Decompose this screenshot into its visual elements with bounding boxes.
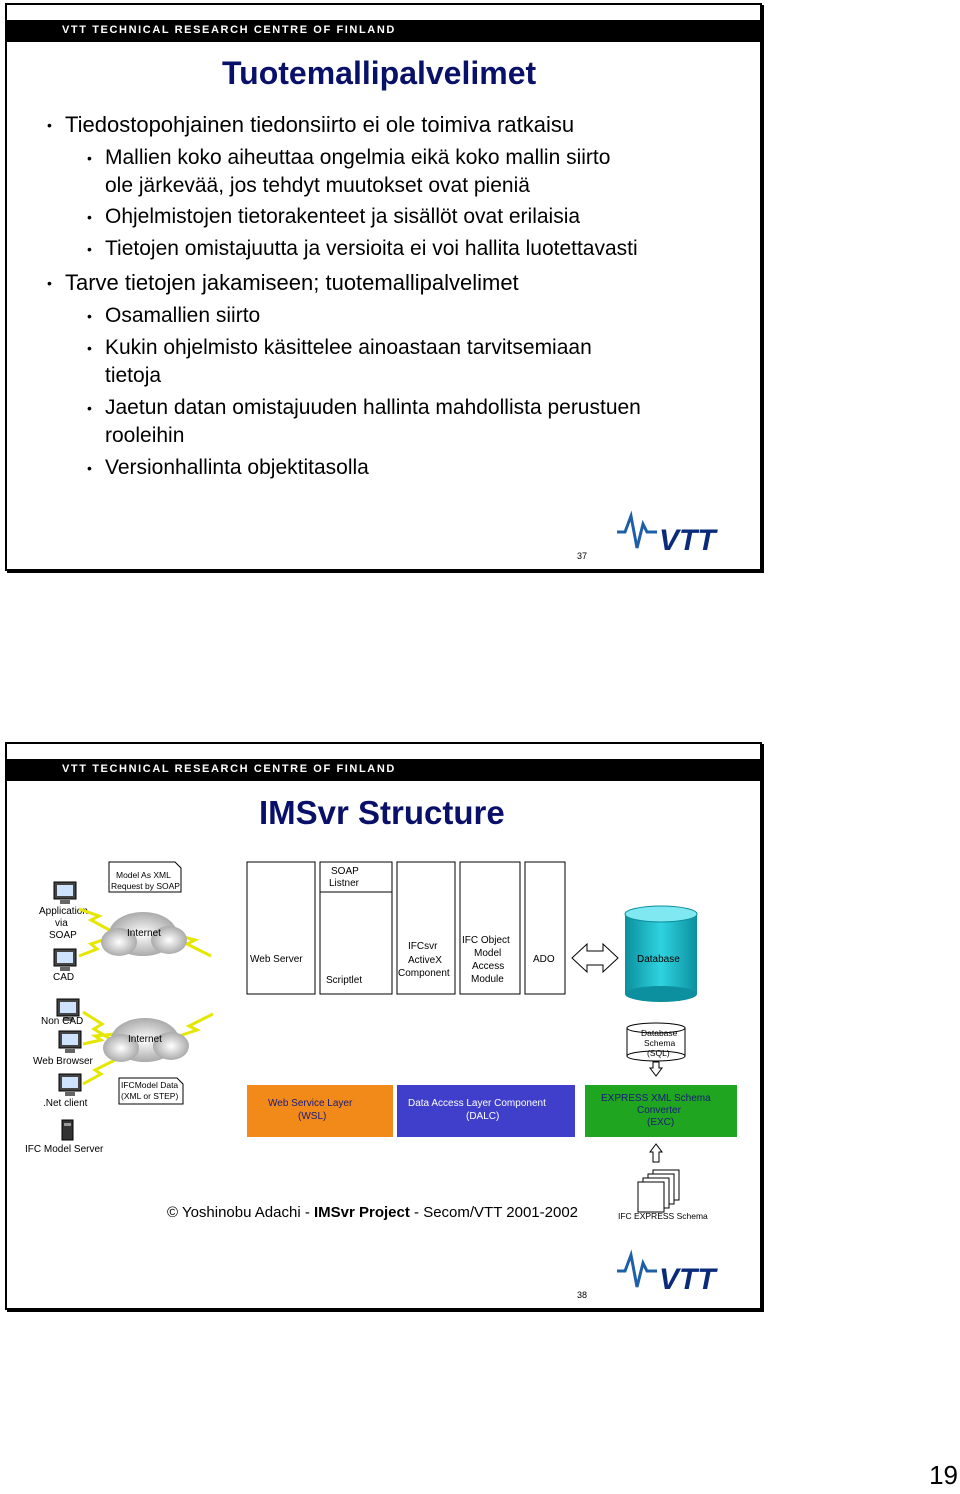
- connection-bolt-icon: [78, 907, 114, 934]
- bullet-level1: •Tarve tietojen jakamiseen; tuotemallipa…: [47, 270, 519, 295]
- database-schema-icon: Database Schema (SQL): [626, 1022, 686, 1062]
- svg-text:Module: Module: [471, 974, 504, 985]
- svg-text:(SQL): (SQL): [647, 1048, 670, 1058]
- header-text: VTT TECHNICAL RESEARCH CENTRE OF FINLAND: [62, 24, 396, 36]
- internet-cloud-icon: Internet: [103, 1018, 189, 1062]
- svg-text:(EXC): (EXC): [647, 1117, 674, 1128]
- soap-listner-box: [319, 861, 393, 893]
- server-icon: [61, 1119, 74, 1141]
- data-access-layer-box: Data Access Layer Component (DALC): [397, 1085, 575, 1137]
- bullet-level2: •Osamallien siirto: [87, 304, 261, 327]
- bullet-level2: •Mallien koko aiheuttaa ongelmia eikä ko…: [87, 146, 611, 169]
- vtt-logo-icon: VTT: [617, 1249, 718, 1293]
- computer-icon: [56, 998, 80, 1021]
- bullet-level2: •Kukin ohjelmisto käsittelee ainoastaan …: [87, 336, 592, 359]
- copyright-line: © Yoshinobu Adachi - IMSvr Project - Sec…: [167, 1204, 579, 1221]
- svg-text:Database: Database: [641, 1028, 678, 1038]
- client-label: Application: [39, 906, 88, 917]
- client-label: .Net client: [43, 1098, 88, 1109]
- computer-icon: [53, 881, 77, 904]
- client-label: SOAP: [49, 930, 77, 941]
- web-service-layer-box: Web Service Layer (WSL): [247, 1085, 393, 1137]
- ifc-express-schema-label: IFC EXPRESS Schema: [618, 1211, 708, 1221]
- internet-cloud-icon: Internet: [101, 912, 187, 956]
- connection-bolt-icon: [82, 1058, 116, 1086]
- page-number: 19: [929, 1460, 958, 1490]
- up-arrow-icon: [649, 1061, 663, 1077]
- svg-text:Component: Component: [398, 968, 450, 979]
- svg-text:Access: Access: [472, 961, 504, 972]
- header-bar: VTT TECHNICAL RESEARCH CENTRE OF FINLAND: [7, 20, 760, 42]
- bullet-level2: •Jaetun datan omistajuuden hallinta mahd…: [87, 396, 641, 419]
- svg-text:(WSL): (WSL): [298, 1111, 326, 1122]
- web-server-box: [246, 861, 316, 995]
- bullet-continuation: ole järkevää, jos tehdyt muutokset ovat …: [105, 174, 530, 197]
- client-label: CAD: [53, 972, 74, 983]
- client-label: IFC Model Server: [25, 1144, 104, 1155]
- bullet-level2: •Versionhallinta objektitasolla: [87, 456, 369, 479]
- vtt-logo-icon: VTT: [617, 510, 718, 554]
- svg-text:Data Access Layer Component: Data Access Layer Component: [408, 1098, 546, 1109]
- svg-text:Internet: Internet: [128, 1034, 162, 1045]
- double-arrow-icon: [571, 942, 619, 974]
- svg-text:VTT: VTT: [659, 1263, 718, 1293]
- computer-icon: [53, 948, 77, 971]
- svg-text:IFC Object: IFC Object: [462, 935, 510, 946]
- svg-text:IFCsvr: IFCsvr: [408, 941, 438, 952]
- svg-text:Model: Model: [474, 948, 501, 959]
- connection-bolt-icon: [172, 1012, 214, 1040]
- svg-text:(XML or STEP): (XML or STEP): [121, 1091, 178, 1101]
- svg-text:EXPRESS XML Schema: EXPRESS XML Schema: [601, 1093, 711, 1104]
- connection-bolt-icon: [82, 1032, 116, 1046]
- svg-text:IFCModel Data: IFCModel Data: [121, 1080, 178, 1090]
- bullet-continuation: tietoja: [105, 364, 162, 387]
- ifc-object-model-box: [459, 861, 521, 995]
- up-arrow-icon: [649, 1143, 663, 1163]
- svg-text:Converter: Converter: [637, 1105, 682, 1116]
- slide-title: IMSvr Structure: [259, 794, 505, 831]
- client-label: via: [55, 918, 68, 929]
- svg-text:Schema: Schema: [644, 1038, 675, 1048]
- slide-number: 38: [577, 1290, 588, 1300]
- slide-title: Tuotemallipalvelimet: [222, 55, 537, 91]
- svg-text:Request by SOAP: Request by SOAP: [111, 881, 180, 891]
- svg-text:Model As XML: Model As XML: [116, 870, 171, 880]
- header-bar: VTT TECHNICAL RESEARCH CENTRE OF FINLAND: [7, 759, 760, 781]
- svg-text:Web Service Layer: Web Service Layer: [268, 1098, 353, 1109]
- header-text: VTT TECHNICAL RESEARCH CENTRE OF FINLAND: [62, 763, 396, 775]
- svg-text:SOAP: SOAP: [331, 866, 359, 877]
- svg-text:Web Server: Web Server: [250, 954, 303, 965]
- client-label: Web Browser: [33, 1056, 94, 1067]
- computer-icon: [58, 1073, 82, 1096]
- document-stack-icon: [637, 1169, 680, 1213]
- svg-text:ActiveX: ActiveX: [408, 955, 442, 966]
- bullet-level2: •Ohjelmistojen tietorakenteet ja sisällö…: [87, 205, 581, 228]
- slide-37: VTT TECHNICAL RESEARCH CENTRE OF FINLAND…: [5, 3, 762, 571]
- svg-text:Database: Database: [637, 954, 680, 965]
- ado-box: [524, 861, 566, 995]
- bullet-continuation: rooleihin: [105, 424, 185, 447]
- express-xml-converter-box: EXPRESS XML Schema Converter (EXC): [585, 1085, 737, 1137]
- svg-text:(DALC): (DALC): [466, 1111, 499, 1122]
- client-label: Non CAD: [41, 1016, 83, 1027]
- svg-text:Scriptlet: Scriptlet: [326, 975, 362, 986]
- soap-request-note: Model As XML Request by SOAP: [108, 861, 182, 893]
- computer-icon: [58, 1030, 82, 1053]
- slide-number: 37: [577, 551, 588, 561]
- ifcsvr-activex-box: [396, 861, 456, 995]
- svg-text:ADO: ADO: [533, 954, 555, 965]
- bullet-level2: •Tietojen omistajuutta ja versioita ei v…: [87, 237, 638, 260]
- svg-text:Internet: Internet: [127, 928, 161, 939]
- ifc-model-data-note: IFCModel Data (XML or STEP): [118, 1077, 184, 1105]
- svg-text:VTT: VTT: [659, 524, 718, 554]
- database-icon: Database: [624, 905, 698, 1002]
- slide-38: VTT TECHNICAL RESEARCH CENTRE OF FINLAND…: [5, 742, 762, 1310]
- bullet-level1: •Tiedostopohjainen tiedonsiirto ei ole t…: [47, 112, 575, 137]
- svg-text:Listner: Listner: [329, 878, 360, 889]
- imsvr-structure-diagram: Application via SOAP CAD Non CAD Web Bro…: [25, 861, 737, 1221]
